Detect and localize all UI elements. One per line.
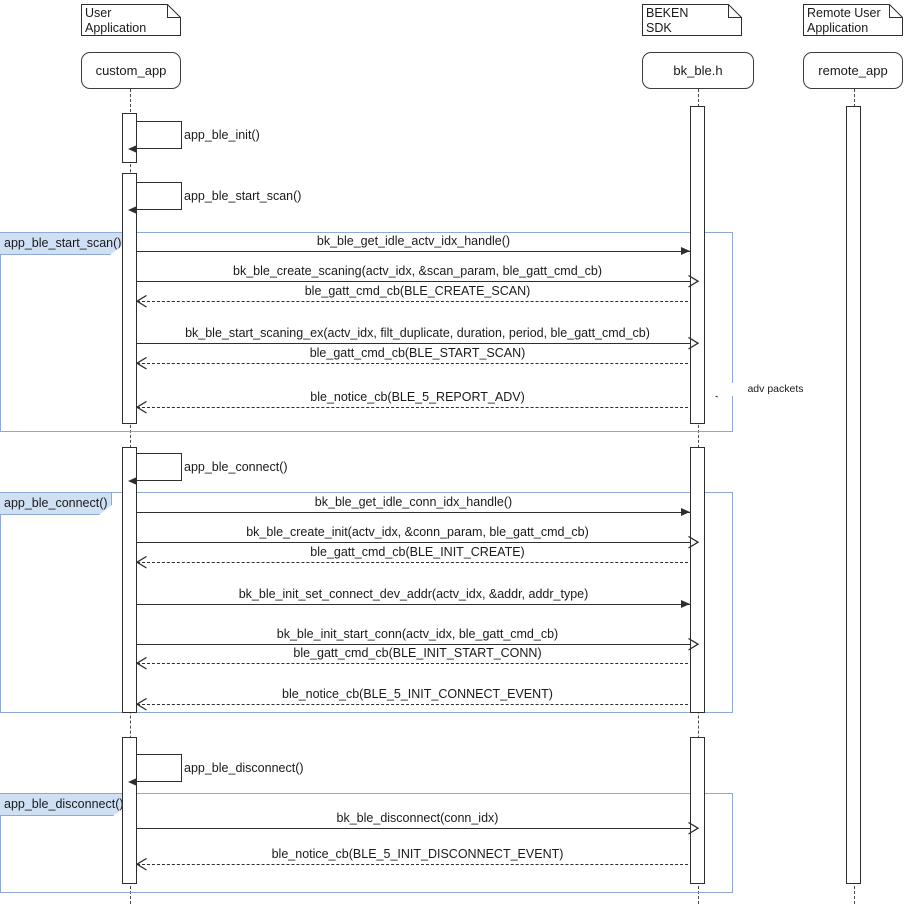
self-call-app-ble-init-label: app_ble_init() <box>184 128 260 142</box>
msg-ble-notice-cb-init-connect-event-arrowhead <box>136 698 147 711</box>
msg-ble-gatt-cmd-cb-init-start-conn-line <box>137 663 698 664</box>
participant-note-text-custom_app: User Application <box>85 6 147 35</box>
self-call-app-ble-connect-label: app_ble_connect() <box>184 460 288 474</box>
msg-ble-gatt-cmd-cb-start-scan-line <box>137 363 698 364</box>
msg-ble-notice-cb-init-disconnect-event-label: ble_notice_cb(BLE_5_INIT_DISCONNECT_EVEN… <box>271 847 564 861</box>
self-call-app-ble-disconnect <box>137 754 182 782</box>
msg-bk-ble-get-idle-actv-idx-handle-line <box>137 251 690 252</box>
participant-box-custom_app[interactable]: custom_app <box>81 52 181 89</box>
fragment-app-ble-connect-label: app_ble_connect() <box>0 492 112 515</box>
msg-bk-ble-create-init-line <box>137 542 698 543</box>
msg-bk-ble-create-init-label: bk_ble_create_init(actv_idx, &conn_param… <box>246 525 589 539</box>
msg-bk-ble-init-start-conn-arrowhead <box>688 638 699 651</box>
self-call-app-ble-disconnect-arrowhead <box>128 777 137 786</box>
msg-ble-notice-cb-report-adv-arrowhead <box>136 401 147 414</box>
msg-adv-packets-label: adv packets <box>705 383 846 396</box>
bk-ble-activation-scan <box>690 106 705 424</box>
msg-bk-ble-get-idle-actv-idx-handle-label: bk_ble_get_idle_actv_idx_handle() <box>316 234 511 248</box>
fragment-app-ble-connect <box>0 492 733 713</box>
self-call-app-ble-connect <box>137 453 182 481</box>
msg-bk-ble-init-set-connect-dev-addr-label: bk_ble_init_set_connect_dev_addr(actv_id… <box>238 587 589 601</box>
msg-ble-gatt-cmd-cb-create-scan-label: ble_gatt_cmd_cb(BLE_CREATE_SCAN) <box>304 284 531 298</box>
msg-bk-ble-get-idle-actv-idx-handle-arrowhead <box>681 246 690 255</box>
msg-ble-notice-cb-init-connect-event-line <box>137 704 698 705</box>
bk-ble-activation-disconnect <box>690 737 705 884</box>
msg-bk-ble-get-idle-conn-idx-handle-label: bk_ble_get_idle_conn_idx_handle() <box>314 495 513 509</box>
msg-bk-ble-init-start-conn-label: bk_ble_init_start_conn(actv_idx, ble_gat… <box>276 627 559 641</box>
msg-bk-ble-create-init-arrowhead <box>688 536 699 549</box>
msg-ble-notice-cb-report-adv-line <box>137 407 698 408</box>
msg-bk-ble-init-start-conn-line <box>137 644 698 645</box>
msg-ble-gatt-cmd-cb-start-scan-arrowhead <box>136 357 147 370</box>
msg-bk-ble-init-set-connect-dev-addr-arrowhead <box>681 599 690 608</box>
fragment-app-ble-disconnect <box>0 793 733 893</box>
participant-box-bk_ble_h[interactable]: bk_ble.h <box>642 52 754 89</box>
fragment-app-ble-disconnect-label: app_ble_disconnect() <box>0 793 126 816</box>
self-call-app-ble-start-scan-label: app_ble_start_scan() <box>184 189 302 203</box>
msg-ble-gatt-cmd-cb-create-scan-line <box>137 301 698 302</box>
msg-ble-gatt-cmd-cb-init-start-conn-arrowhead <box>136 657 147 670</box>
participant-note-bk_ble_h: BEKEN SDK <box>642 4 742 36</box>
participant-label-remote_app: remote_app <box>818 63 888 78</box>
participant-note-remote_app: Remote User Application <box>803 4 903 36</box>
msg-bk-ble-get-idle-conn-idx-handle-arrowhead <box>681 507 690 516</box>
msg-ble-notice-cb-report-adv-label: ble_notice_cb(BLE_5_REPORT_ADV) <box>310 390 525 404</box>
msg-bk-ble-create-scaning-line <box>137 281 698 282</box>
participant-label-custom_app: custom_app <box>95 63 167 78</box>
msg-bk-ble-create-scaning-arrowhead <box>688 275 699 288</box>
msg-ble-notice-cb-init-disconnect-event-arrowhead <box>136 858 147 871</box>
msg-bk-ble-get-idle-conn-idx-handle-line <box>137 512 690 513</box>
msg-bk-ble-disconnect-arrowhead <box>688 822 699 835</box>
msg-ble-gatt-cmd-cb-init-create-arrowhead <box>136 556 147 569</box>
msg-ble-notice-cb-init-connect-event-label: ble_notice_cb(BLE_5_INIT_CONNECT_EVENT) <box>282 687 553 701</box>
participant-note-text-bk_ble_h: BEKEN SDK <box>646 6 689 35</box>
self-call-app-ble-connect-arrowhead <box>128 476 137 485</box>
msg-bk-ble-create-scaning-label: bk_ble_create_scaning(actv_idx, &scan_pa… <box>233 264 602 278</box>
msg-ble-notice-cb-init-disconnect-event-line <box>137 864 698 865</box>
msg-ble-gatt-cmd-cb-create-scan-arrowhead <box>136 295 147 308</box>
msg-ble-gatt-cmd-cb-init-create-line <box>137 562 698 563</box>
participant-box-remote_app[interactable]: remote_app <box>803 52 903 89</box>
msg-bk-ble-start-scaning-ex-arrowhead <box>688 337 699 350</box>
remote-app-activation <box>846 106 861 884</box>
self-call-app-ble-init <box>137 121 182 149</box>
self-call-app-ble-disconnect-label: app_ble_disconnect() <box>184 761 304 775</box>
custom-app-activation-disconnect <box>122 737 137 884</box>
self-call-app-ble-init-arrowhead <box>128 144 137 153</box>
msg-bk-ble-start-scaning-ex-label: bk_ble_start_scaning_ex(actv_idx, filt_d… <box>185 326 650 340</box>
fragment-app-ble-start-scan-label: app_ble_start_scan() <box>0 232 123 255</box>
participant-note-custom_app: User Application <box>81 4 181 36</box>
participant-note-text-remote_app: Remote User Application <box>807 6 881 35</box>
fragment-app-ble-start-scan <box>0 232 733 432</box>
self-call-app-ble-start-scan-arrowhead <box>128 205 137 214</box>
msg-ble-gatt-cmd-cb-init-create-label: ble_gatt_cmd_cb(BLE_INIT_CREATE) <box>310 545 525 559</box>
msg-bk-ble-disconnect-line <box>137 828 698 829</box>
msg-ble-gatt-cmd-cb-init-start-conn-label: ble_gatt_cmd_cb(BLE_INIT_START_CONN) <box>293 646 542 660</box>
msg-bk-ble-init-set-connect-dev-addr-line <box>137 604 690 605</box>
bk-ble-activation-connect <box>690 447 705 713</box>
custom-app-activation-connect <box>122 447 137 713</box>
custom-app-activation-scan <box>122 173 137 424</box>
msg-ble-gatt-cmd-cb-start-scan-label: ble_gatt_cmd_cb(BLE_START_SCAN) <box>309 346 526 360</box>
participant-label-bk_ble_h: bk_ble.h <box>673 63 723 78</box>
msg-bk-ble-disconnect-label: bk_ble_disconnect(conn_idx) <box>336 811 499 825</box>
msg-bk-ble-start-scaning-ex-line <box>137 343 698 344</box>
self-call-app-ble-start-scan <box>137 182 182 210</box>
custom-app-activation-init <box>122 113 137 163</box>
